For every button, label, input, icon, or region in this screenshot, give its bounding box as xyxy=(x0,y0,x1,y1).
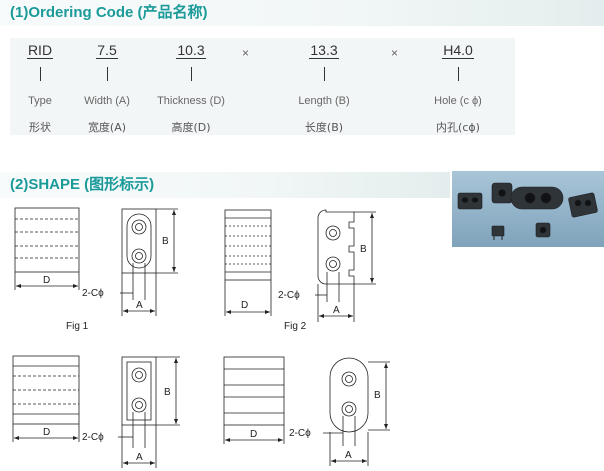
fig3-dim-b: B xyxy=(164,387,171,398)
length-label-cn: 长度(B) xyxy=(304,121,344,134)
fig4-hole-label: 2-Cϕ xyxy=(289,428,311,439)
length-code: 13.3 xyxy=(309,42,339,59)
fig4-front-view xyxy=(323,357,390,466)
fig1-caption: Fig 1 xyxy=(66,321,89,332)
width-code: 7.5 xyxy=(96,42,118,59)
fig2-side-view xyxy=(224,209,272,316)
hole-tick xyxy=(458,67,459,81)
type-tick xyxy=(40,67,41,81)
separator-1: × xyxy=(242,46,250,60)
product-photo xyxy=(452,171,604,247)
fig2-caption: Fig 2 xyxy=(284,321,307,332)
width-tick xyxy=(107,67,108,81)
hole-code: H4.0 xyxy=(442,42,474,59)
fig2-dim-a: A xyxy=(333,305,340,316)
fig1-dim-b: B xyxy=(162,236,169,247)
fig4-side-view xyxy=(223,356,285,444)
fig3-front-view xyxy=(118,356,180,468)
ordering-code-table: RID Type 形状 7.5 Width (A) 宽度(A) 10.3 Thi… xyxy=(10,38,515,135)
fig1-front-view xyxy=(120,208,178,316)
fig2-front-view xyxy=(315,209,376,322)
ordering-code-heading: (1)Ordering Code (产品名称) xyxy=(0,0,604,26)
fig2-dim-d: D xyxy=(241,300,248,311)
thickness-label-cn: 高度(D) xyxy=(171,121,211,134)
fig3-dim-d: D xyxy=(43,427,50,438)
width-label-cn: 宽度(A) xyxy=(87,121,127,134)
fig2-hole-label: 2-Cϕ xyxy=(278,290,300,301)
thickness-code: 10.3 xyxy=(176,42,206,59)
fig4-dim-b: B xyxy=(374,390,381,401)
thickness-tick xyxy=(191,67,192,81)
fig4-dim-a: A xyxy=(345,450,352,461)
fig2-dim-b: B xyxy=(360,244,367,255)
length-label-en: Length (B) xyxy=(298,95,350,107)
hole-label-en: Hole (c ϕ) xyxy=(434,95,482,107)
separator-2: × xyxy=(391,46,399,60)
fig1-hole-label: 2-Cϕ xyxy=(82,288,104,299)
type-label-en: Type xyxy=(28,95,52,107)
fig4-dim-d: D xyxy=(250,429,257,440)
fig3-dim-a: A xyxy=(136,452,143,463)
width-label-en: Width (A) xyxy=(84,95,130,107)
fig1-dim-d: D xyxy=(43,275,50,286)
thickness-label-en: Thickness (D) xyxy=(157,95,225,107)
fig1-side-view xyxy=(14,207,80,290)
fig3-side-view xyxy=(12,355,80,442)
fig1-dim-a: A xyxy=(136,300,143,311)
type-code: RID xyxy=(26,42,54,59)
shape-heading: (2)SHAPE (图形标示) xyxy=(0,172,450,198)
length-tick xyxy=(324,67,325,81)
hole-label-cn: 内孔(cϕ) xyxy=(436,121,480,134)
fig3-hole-label: 2-Cϕ xyxy=(82,432,104,443)
type-label-cn: 形状 xyxy=(29,121,51,134)
